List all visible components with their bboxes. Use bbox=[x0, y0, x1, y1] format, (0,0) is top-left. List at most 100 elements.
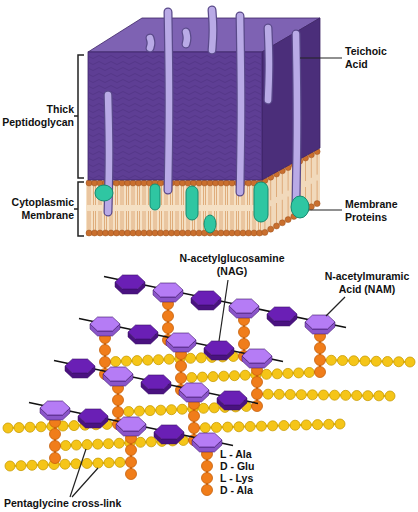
lipid-tail bbox=[167, 211, 168, 230]
lipid-head bbox=[279, 220, 285, 226]
cube-front bbox=[88, 52, 262, 180]
cube-texture bbox=[88, 52, 262, 180]
part-label: D - Ala bbox=[220, 484, 280, 496]
lipid-tail bbox=[222, 211, 223, 230]
glycine-bead bbox=[383, 357, 393, 367]
glycine-bead bbox=[27, 460, 37, 470]
lipid-tail bbox=[123, 186, 124, 205]
lipid-head bbox=[125, 230, 131, 236]
lipid-head bbox=[152, 230, 158, 236]
lipid-tail bbox=[161, 186, 162, 205]
lipid-tail bbox=[139, 186, 140, 205]
glycine-bead bbox=[143, 355, 153, 365]
bracket bbox=[74, 182, 84, 236]
lipid-head bbox=[224, 230, 230, 236]
membrane-protein bbox=[291, 196, 309, 218]
lipid-head bbox=[268, 226, 274, 232]
glycine-bead bbox=[211, 422, 221, 432]
amino-acid-bead bbox=[163, 323, 174, 334]
glycine-bead bbox=[25, 422, 35, 432]
sugar-hexagon bbox=[141, 375, 171, 389]
lipid-tail bbox=[117, 211, 118, 230]
lipid-tail bbox=[233, 211, 234, 230]
leader-line bbox=[70, 449, 98, 497]
glycine-bead bbox=[121, 356, 131, 366]
lipid-head bbox=[314, 201, 320, 207]
lipid-tail bbox=[128, 186, 129, 205]
glycine-bead bbox=[335, 419, 345, 429]
lipid-head bbox=[235, 230, 241, 236]
glycine-bead bbox=[132, 356, 142, 366]
teichoic-acid bbox=[296, 34, 297, 202]
part-label: Thick Peptidoglycan bbox=[0, 103, 74, 129]
part-label: D - Glu bbox=[220, 460, 280, 472]
glycine-bead bbox=[338, 356, 348, 366]
lipid-head bbox=[136, 230, 142, 236]
lipid-tail bbox=[126, 211, 127, 230]
lipid-head bbox=[202, 180, 208, 186]
leader-line bbox=[326, 297, 345, 316]
glycine-bead bbox=[146, 437, 156, 447]
amino-acid-bead bbox=[252, 377, 263, 388]
glycine-bead bbox=[304, 367, 314, 377]
lipid-head bbox=[108, 230, 114, 236]
part-label: L - Ala bbox=[220, 448, 280, 460]
glycine-bead bbox=[352, 391, 362, 401]
teichoic-acid-outline bbox=[186, 32, 187, 44]
amino-acid-bead bbox=[113, 407, 124, 418]
lipid-head bbox=[158, 230, 164, 236]
lipid-tail bbox=[225, 211, 226, 230]
part-label: N-acetylglucosamine (NAG) bbox=[165, 252, 299, 278]
amino-acid-bead bbox=[202, 473, 213, 484]
amino-acid-bead bbox=[50, 453, 61, 464]
lipid-tail bbox=[121, 186, 122, 205]
glycine-bead bbox=[186, 353, 196, 363]
amino-acid-bead bbox=[100, 357, 111, 368]
glycine-bead bbox=[219, 371, 229, 381]
amino-acid-bead bbox=[176, 361, 187, 372]
glycine-bead bbox=[272, 369, 282, 379]
lipid-head bbox=[246, 180, 252, 186]
lipid-tail bbox=[231, 186, 232, 205]
lipid-head bbox=[191, 230, 197, 236]
sugar-hexagon bbox=[40, 401, 70, 415]
lipid-head bbox=[274, 223, 280, 229]
glycine-bead bbox=[124, 407, 134, 417]
lipid-head bbox=[125, 180, 131, 186]
bracket bbox=[74, 55, 84, 178]
lipid-head bbox=[229, 230, 235, 236]
glycine-bead bbox=[285, 390, 295, 400]
lipid-head bbox=[285, 217, 291, 223]
lipid-head bbox=[103, 230, 109, 236]
lipid-head bbox=[141, 230, 147, 236]
lipid-tail bbox=[134, 186, 135, 205]
lipid-tail bbox=[115, 211, 116, 230]
lipid-tail bbox=[88, 186, 89, 205]
part-label: Teichoic Acid bbox=[345, 45, 411, 71]
lipid-tail bbox=[99, 211, 100, 230]
lipid-head bbox=[218, 180, 224, 186]
lipid-tail bbox=[211, 186, 212, 205]
sugar-hexagon bbox=[179, 383, 209, 397]
lipid-tail bbox=[148, 211, 149, 230]
glycine-bead bbox=[93, 458, 103, 468]
lipid-tail bbox=[282, 200, 283, 220]
teichoic-acid bbox=[212, 10, 213, 50]
lipid-tail bbox=[101, 211, 102, 230]
amino-acid-bead bbox=[176, 373, 187, 384]
leader-line bbox=[300, 57, 342, 58]
membrane-protein bbox=[186, 186, 198, 220]
glycine-bead bbox=[134, 406, 144, 416]
lipid-tail bbox=[205, 186, 206, 205]
lipid-head bbox=[196, 230, 202, 236]
glycine-bead bbox=[3, 423, 13, 433]
teichoic-acid bbox=[186, 32, 187, 44]
lipid-tail bbox=[93, 186, 94, 205]
lipid-tail bbox=[90, 211, 91, 230]
lipid-tail bbox=[242, 211, 243, 230]
lipid-tail bbox=[249, 186, 250, 205]
glycine-bead bbox=[240, 370, 250, 380]
glycine-bead bbox=[196, 353, 206, 363]
lipid-head bbox=[246, 230, 252, 236]
lipid-tail bbox=[172, 211, 173, 230]
